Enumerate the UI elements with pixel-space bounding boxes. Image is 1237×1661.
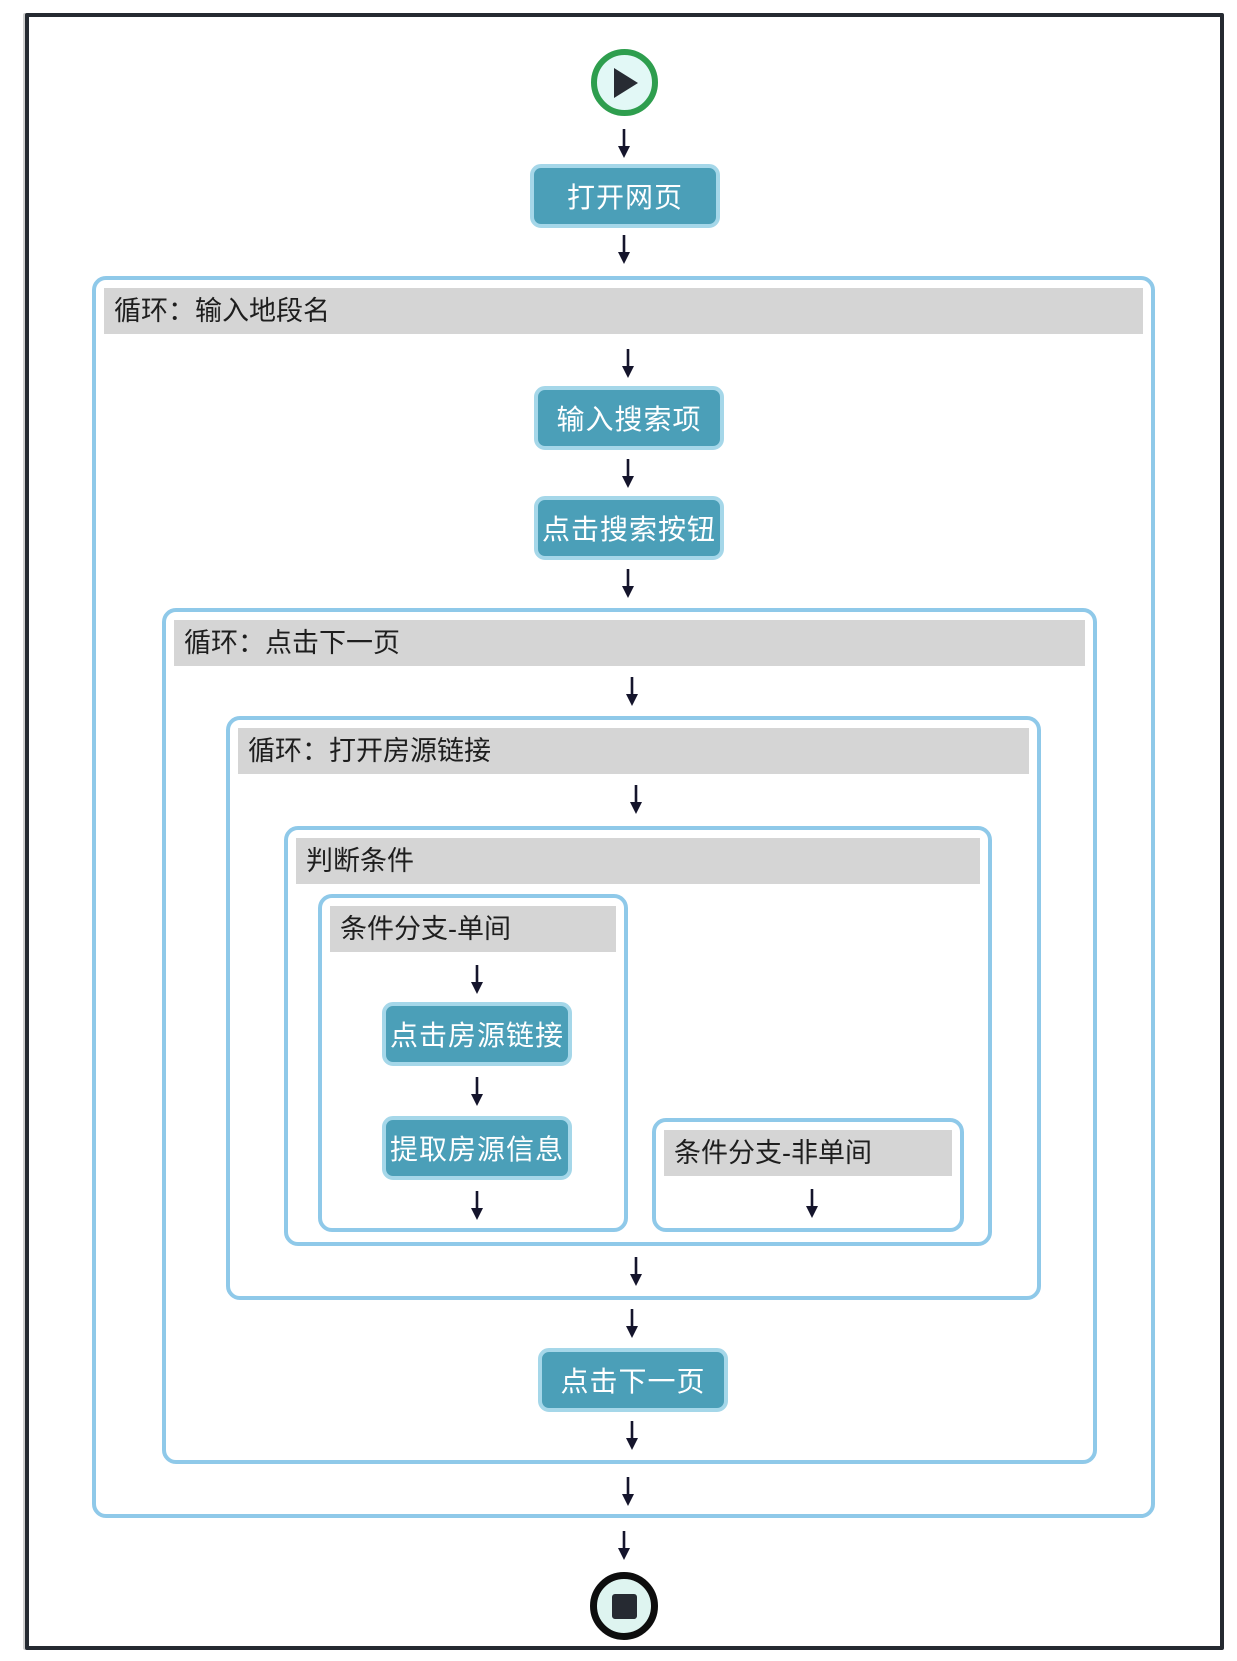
extract-info-button[interactable]: 提取房源信息 bbox=[382, 1116, 572, 1180]
flow-arrow-icon bbox=[628, 784, 644, 814]
branch-header-not-single-room[interactable]: 条件分支-非单间 bbox=[664, 1130, 952, 1176]
loop-container-open-listing: 循环：打开房源链接 判断条件 条件分支-单间 bbox=[226, 716, 1041, 1300]
loop-container-click-next: 循环：点击下一页 循环：打开房源链接 判断条件 条件分支-单间 bbox=[162, 608, 1097, 1464]
flow-arrow-icon bbox=[628, 1256, 644, 1286]
loop-header-label: 循环：打开房源链接 bbox=[248, 736, 491, 766]
branch-header-label: 条件分支-单间 bbox=[340, 914, 511, 944]
loop-container-input-location: 循环：输入地段名 输入搜索项 点击搜索按钮 循环：点击下一页 循环：打开房源链接 bbox=[92, 276, 1155, 1518]
flow-arrow-icon bbox=[624, 1308, 640, 1338]
click-next-page-button[interactable]: 点击下一页 bbox=[538, 1348, 728, 1412]
branch-header-label: 条件分支-非单间 bbox=[674, 1138, 872, 1168]
extract-info-label: 提取房源信息 bbox=[389, 1134, 564, 1165]
branch-container-not-single-room: 条件分支-非单间 bbox=[652, 1118, 964, 1232]
open-webpage-button[interactable]: 打开网页 bbox=[530, 164, 720, 228]
loop-header-input-location[interactable]: 循环：输入地段名 bbox=[104, 288, 1143, 334]
flow-arrow-icon bbox=[616, 1530, 632, 1560]
flow-arrow-icon bbox=[469, 964, 485, 994]
flow-arrow-icon bbox=[616, 234, 632, 264]
flow-arrow-icon bbox=[616, 128, 632, 158]
condition-container: 判断条件 条件分支-单间 点击房源链接 bbox=[284, 826, 992, 1246]
flow-arrow-icon bbox=[620, 458, 636, 488]
flow-arrow-icon bbox=[620, 348, 636, 378]
branch-container-single-room: 条件分支-单间 点击房源链接 提取房源信息 bbox=[318, 894, 628, 1232]
end-node[interactable] bbox=[590, 1572, 658, 1640]
click-listing-label: 点击房源链接 bbox=[389, 1020, 564, 1051]
play-icon bbox=[613, 67, 638, 98]
input-search-button[interactable]: 输入搜索项 bbox=[534, 386, 724, 450]
loop-header-open-listing[interactable]: 循环：打开房源链接 bbox=[238, 728, 1029, 774]
flow-arrow-icon bbox=[469, 1076, 485, 1106]
flow-arrow-icon bbox=[624, 1420, 640, 1450]
open-webpage-label: 打开网页 bbox=[566, 182, 683, 213]
click-listing-button[interactable]: 点击房源链接 bbox=[382, 1002, 572, 1066]
flow-arrow-icon bbox=[469, 1190, 485, 1220]
condition-header[interactable]: 判断条件 bbox=[296, 838, 980, 884]
stop-icon bbox=[611, 1593, 637, 1619]
start-node[interactable] bbox=[591, 49, 658, 116]
click-search-label: 点击搜索按钮 bbox=[541, 514, 716, 545]
loop-header-label: 循环：点击下一页 bbox=[184, 628, 400, 658]
condition-header-label: 判断条件 bbox=[306, 846, 414, 876]
input-search-label: 输入搜索项 bbox=[556, 404, 702, 435]
loop-header-click-next[interactable]: 循环：点击下一页 bbox=[174, 620, 1085, 666]
click-next-page-label: 点击下一页 bbox=[560, 1366, 706, 1397]
loop-header-label: 循环：输入地段名 bbox=[114, 296, 330, 326]
flow-arrow-icon bbox=[620, 568, 636, 598]
flow-arrow-icon bbox=[620, 1476, 636, 1506]
click-search-button[interactable]: 点击搜索按钮 bbox=[534, 496, 724, 560]
flow-arrow-icon bbox=[624, 676, 640, 706]
branch-header-single-room[interactable]: 条件分支-单间 bbox=[330, 906, 616, 952]
flow-arrow-icon bbox=[804, 1188, 820, 1218]
